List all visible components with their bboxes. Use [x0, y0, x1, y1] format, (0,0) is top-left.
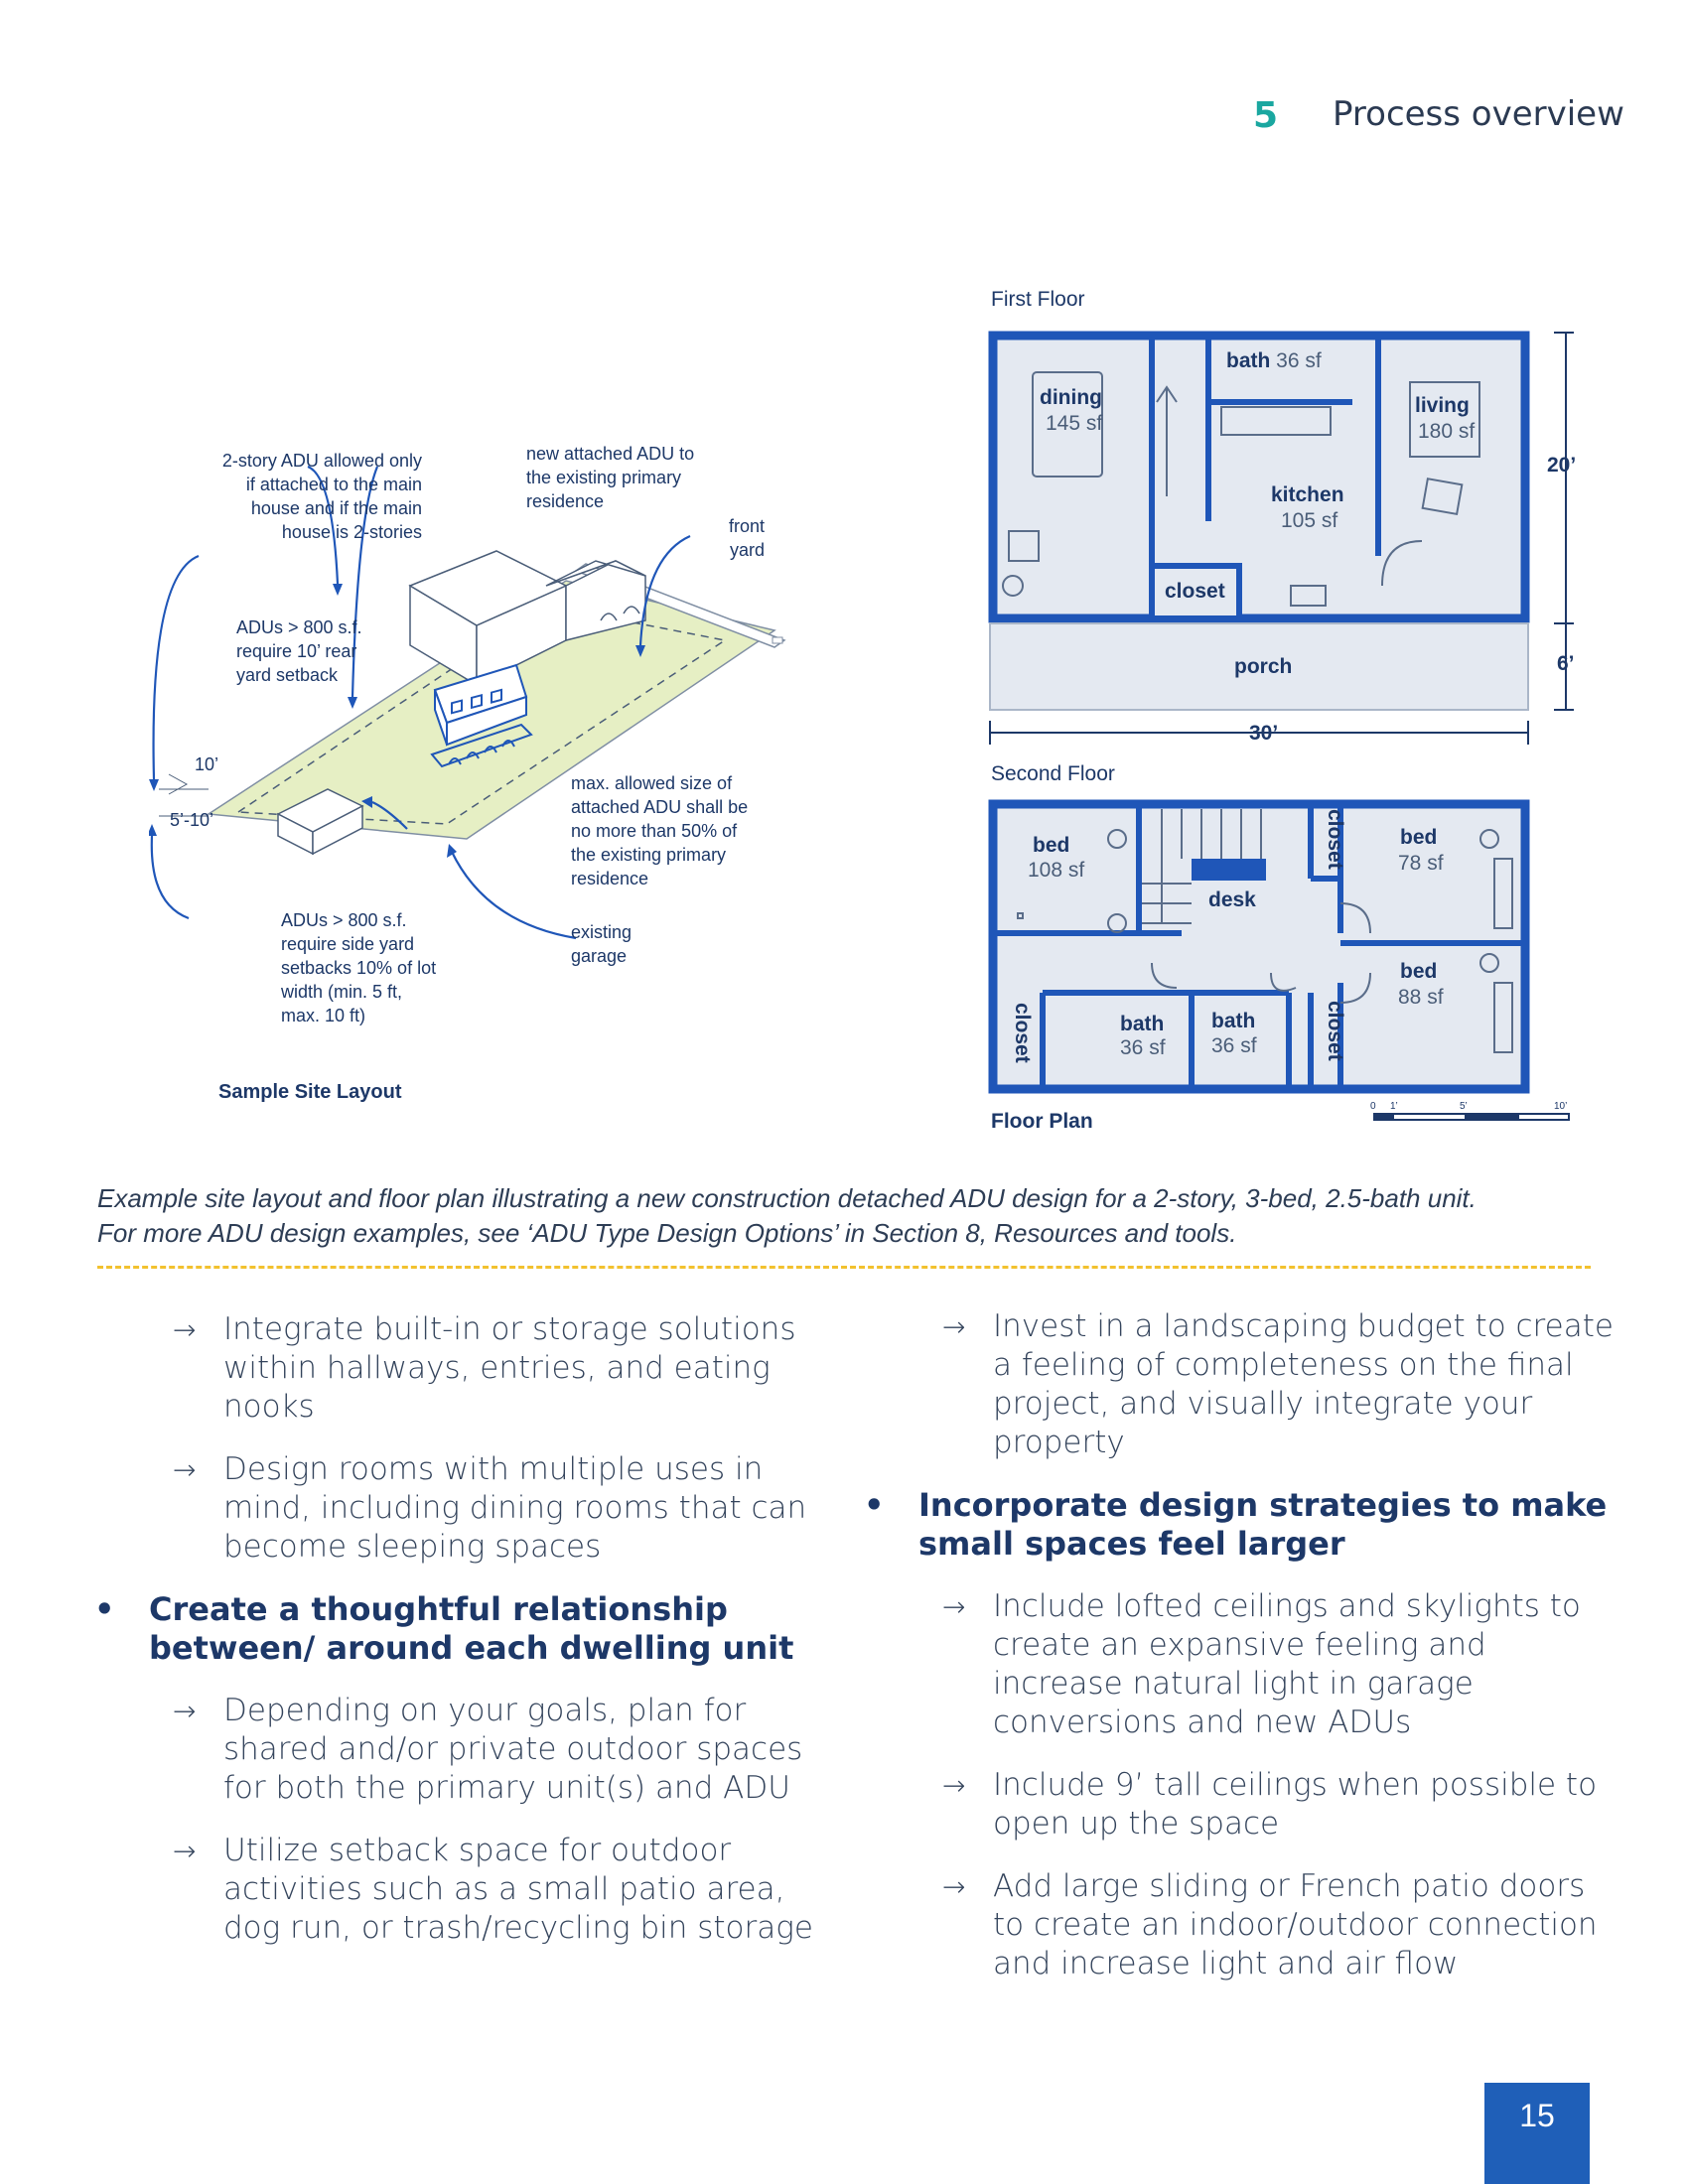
dim-depth: 20’ — [1547, 454, 1576, 477]
list-item: →Add large sliding or French patio doors… — [942, 1868, 1598, 1981]
room-bath-first: bath 36 sf — [1226, 349, 1322, 372]
arrow-right-icon: → — [942, 1870, 966, 1903]
dim-10: 10’ — [195, 754, 218, 774]
svg-text:10’: 10’ — [1554, 1101, 1567, 1112]
room-bath-2-area: 36 sf — [1211, 1034, 1257, 1057]
site-layout-title: Sample Site Layout — [218, 1081, 402, 1103]
list-item: →Include lofted ceilings and skylights t… — [942, 1588, 1581, 1740]
arrow-right-icon: → — [173, 1835, 197, 1867]
arrow-right-icon: → — [942, 1769, 966, 1802]
room-bed-88-name: bed — [1400, 960, 1437, 983]
room-desk: desk — [1208, 888, 1256, 911]
second-floor-plan: bed 108 sf bed 78 sf bed 88 sf desk bath… — [988, 799, 1530, 1094]
dim-5-10: 5’-10’ — [170, 810, 213, 830]
attached-adu — [430, 663, 533, 768]
room-closet-bottom: closet — [1324, 1001, 1346, 1061]
room-bath-1-name: bath — [1120, 1013, 1164, 1035]
list-item: →Integrate built-in or storage solutions… — [173, 1311, 796, 1425]
dim-width: 30’ — [1249, 722, 1278, 745]
existing-garage — [276, 788, 364, 856]
room-porch: porch — [1234, 655, 1292, 678]
room-dining-name: dining — [1040, 386, 1102, 409]
dot-bullet-icon: • — [864, 1486, 885, 1524]
arrow-right-icon: → — [173, 1453, 197, 1486]
room-bed-108-name: bed — [1033, 834, 1069, 857]
right-column: →Invest in a landscaping budget to creat… — [859, 1307, 1614, 2007]
room-bed-78-name: bed — [1400, 826, 1437, 849]
list-item-heading: •Create a thoughtful relationship betwee… — [94, 1590, 794, 1667]
room-bath-1-area: 36 sf — [1120, 1036, 1166, 1059]
first-floor-title: First Floor — [991, 288, 1085, 311]
dot-bullet-icon: • — [94, 1590, 115, 1628]
list-item: →Invest in a landscaping budget to creat… — [942, 1308, 1614, 1460]
room-closet-left: closet — [1011, 1003, 1034, 1063]
left-column: →Integrate built-in or storage solutions… — [89, 1310, 844, 1972]
room-bath-2-name: bath — [1211, 1010, 1255, 1032]
dim-porch: 6’ — [1557, 652, 1575, 675]
room-kitchen-name: kitchen — [1271, 483, 1344, 506]
arrow-right-icon: → — [942, 1590, 966, 1623]
room-dining-area: 145 sf — [1046, 412, 1102, 435]
section-title: Process overview — [1333, 94, 1624, 134]
room-kitchen-area: 105 sf — [1281, 509, 1337, 532]
caption-line-1: Example site layout and floor plan illus… — [97, 1183, 1477, 1213]
room-living-area: 180 sf — [1418, 420, 1475, 443]
svg-text:5’: 5’ — [1460, 1101, 1468, 1112]
room-bed-78-area: 78 sf — [1398, 852, 1444, 875]
floor-plan-title: Floor Plan — [991, 1110, 1093, 1133]
arrow-right-icon: → — [173, 1313, 197, 1346]
room-living-name: living — [1415, 394, 1470, 417]
window-light-icon — [1002, 575, 1024, 597]
scale-bar: 0 1’ 5’ 10’ — [1370, 1101, 1570, 1121]
caption-line-2: For more ADU design examples, see ‘ADU T… — [97, 1218, 1237, 1248]
arrow-right-icon: → — [942, 1310, 966, 1343]
list-item: →Utilize setback space for outdoor activ… — [173, 1833, 813, 1946]
list-item-heading: •Incorporate design strategies to make s… — [864, 1486, 1608, 1563]
svg-text:0: 0 — [1370, 1101, 1376, 1112]
dashed-divider — [97, 1266, 1591, 1269]
room-closet-first: closet — [1165, 580, 1225, 603]
room-bed-108-area: 108 sf — [1028, 859, 1084, 882]
first-floor-plan: bath 36 sf dining 145 sf living 180 sf k… — [988, 331, 1576, 745]
list-item: →Design rooms with multiple uses in mind… — [173, 1451, 807, 1565]
page-number: 15 — [1484, 2083, 1590, 2184]
second-floor-title: Second Floor — [991, 762, 1115, 785]
main-house — [408, 550, 646, 687]
floor-plan-illustration: First Floor bath 36 sf dining 145 sf liv… — [988, 288, 1576, 1133]
room-closet-top: closet — [1324, 809, 1346, 870]
list-item: →Include 9’ tall ceilings when possible … — [942, 1767, 1598, 1842]
figure-caption: Example site layout and floor plan illus… — [97, 1181, 1607, 1251]
section-number: 5 — [1253, 95, 1279, 136]
svg-text:1’: 1’ — [1390, 1101, 1398, 1112]
room-bed-88-area: 88 sf — [1398, 986, 1444, 1009]
list-item: →Depending on your goals, plan for share… — [173, 1693, 803, 1806]
arrow-right-icon: → — [173, 1695, 197, 1727]
